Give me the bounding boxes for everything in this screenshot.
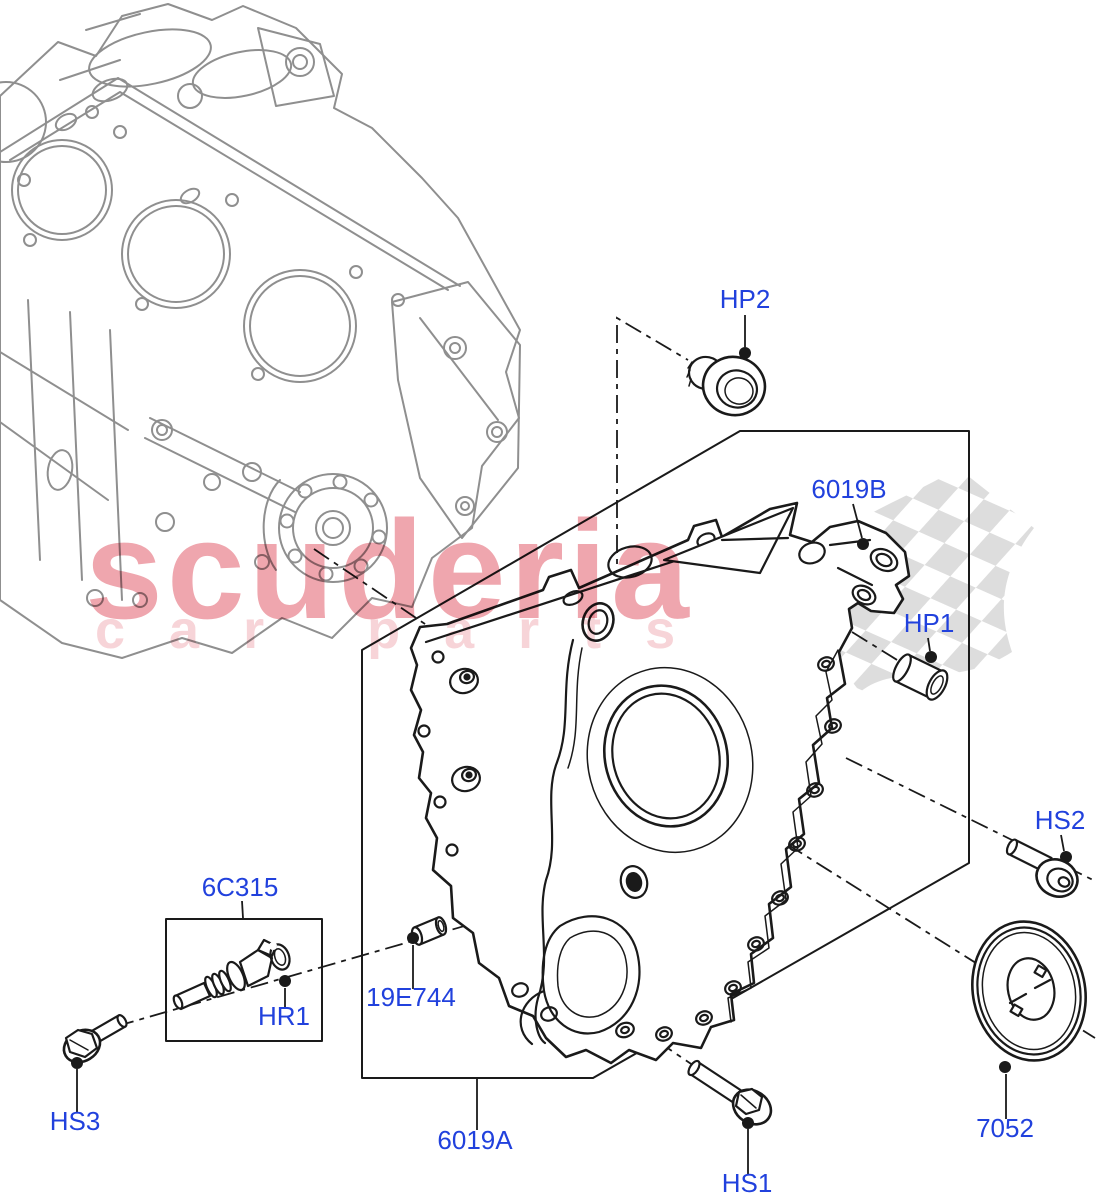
leader-dot-HS1: [742, 1117, 754, 1129]
timing-cover-art: [409, 501, 911, 1065]
part-label-HS3[interactable]: HS3: [50, 1106, 101, 1136]
leader-dot-HR1: [279, 975, 291, 987]
part-7052-seal: [971, 920, 1087, 1062]
part-label-6C315[interactable]: 6C315: [202, 872, 279, 902]
leader-dot-HP1: [925, 651, 937, 663]
sensor-kit-box: [165, 918, 323, 1042]
part-label-7052[interactable]: 7052: [976, 1113, 1034, 1143]
leader-line-HP1: [927, 637, 931, 652]
callout-19E744: 19E744: [366, 932, 456, 1012]
part-hs2-bolt: [1005, 838, 1079, 898]
callout-HS3: HS3: [50, 1057, 101, 1136]
part-label-HR1[interactable]: HR1: [258, 1001, 310, 1031]
leader-line-HS2: [1060, 834, 1065, 852]
callout-HP1: HP1: [904, 608, 955, 663]
part-label-HS1[interactable]: HS1: [722, 1168, 773, 1198]
callout-7052: 7052: [976, 1061, 1034, 1143]
part-hr1-oring: [269, 942, 291, 971]
part-label-HP1[interactable]: HP1: [904, 608, 955, 638]
leader-dot-HS2: [1060, 851, 1072, 863]
part-label-HS2[interactable]: HS2: [1035, 805, 1086, 835]
part-hp1-plug: [892, 653, 949, 701]
callout-HR1: HR1: [258, 975, 310, 1031]
part-label-HP2[interactable]: HP2: [720, 284, 771, 314]
callout-6C315: 6C315: [202, 872, 279, 919]
part-hs3-bolt: [62, 1014, 128, 1064]
part-label-6019B[interactable]: 6019B: [811, 474, 886, 504]
callout-HP2: HP2: [720, 284, 771, 359]
watermark-sub-text: car parts: [95, 600, 719, 660]
part-6c315-sensor-kit: [165, 918, 323, 1042]
engine-block-art: [0, 3, 521, 659]
leader-line-6C315: [241, 900, 244, 919]
leader-dot-19E744: [407, 932, 419, 944]
part-hp2-plug: [686, 355, 767, 417]
callout-HS2: HS2: [1035, 805, 1086, 863]
callout-6019A: 6019A: [437, 1079, 513, 1155]
leader-line-6019B: [852, 503, 863, 539]
part-label-6019A[interactable]: 6019A: [437, 1125, 513, 1155]
watermark-main-text: scuderia: [85, 491, 693, 648]
loose-parts: [62, 355, 1087, 1126]
part-label-19E744[interactable]: 19E744: [366, 982, 456, 1012]
callout-6019B: 6019B: [811, 474, 887, 550]
leader-dot-HS3: [71, 1057, 83, 1069]
part-hs1-bolt: [687, 1059, 773, 1126]
leader-dot-6019B: [857, 538, 869, 550]
leader-dot-7052: [999, 1061, 1011, 1073]
callout-HS1: HS1: [722, 1117, 773, 1198]
leader-dot-HP2: [739, 347, 751, 359]
projection-plane-outline: [361, 430, 970, 1079]
